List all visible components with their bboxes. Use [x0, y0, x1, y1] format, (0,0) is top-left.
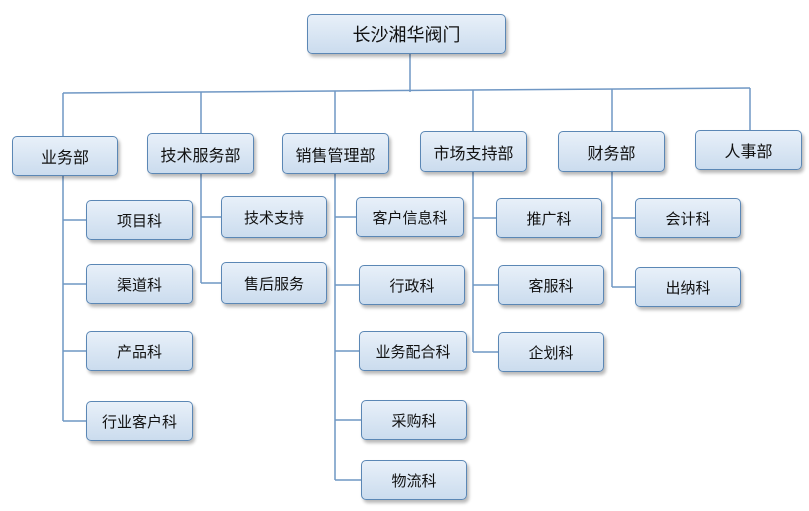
section-node: 售后服务 — [221, 262, 327, 304]
section-node: 客服科 — [498, 265, 604, 305]
dept-node-sales: 业务部 — [12, 136, 118, 176]
section-node: 项目科 — [86, 200, 193, 240]
section-node: 行业客户科 — [86, 401, 193, 441]
section-node: 采购科 — [361, 400, 467, 440]
section-node: 渠道科 — [86, 264, 193, 304]
dept-node-market-support: 市场支持部 — [420, 131, 527, 172]
section-node: 物流科 — [361, 460, 467, 500]
section-node: 推广科 — [496, 198, 602, 238]
section-node: 企划科 — [498, 332, 604, 372]
dept-node-finance: 财务部 — [558, 131, 665, 172]
section-node: 出纳科 — [635, 267, 741, 307]
dept-node-sales-management: 销售管理部 — [282, 133, 389, 174]
main-bus-line — [62, 87, 751, 94]
section-node: 技术支持 — [221, 196, 327, 238]
section-node: 业务配合科 — [359, 331, 467, 371]
root-node: 长沙湘华阀门 — [307, 14, 506, 54]
dept-node-hr: 人事部 — [695, 130, 802, 170]
section-node: 产品科 — [86, 331, 193, 371]
section-node: 会计科 — [635, 198, 741, 238]
dept-node-tech-service: 技术服务部 — [147, 133, 254, 174]
section-node: 客户信息科 — [356, 197, 464, 237]
section-node: 行政科 — [359, 265, 465, 305]
